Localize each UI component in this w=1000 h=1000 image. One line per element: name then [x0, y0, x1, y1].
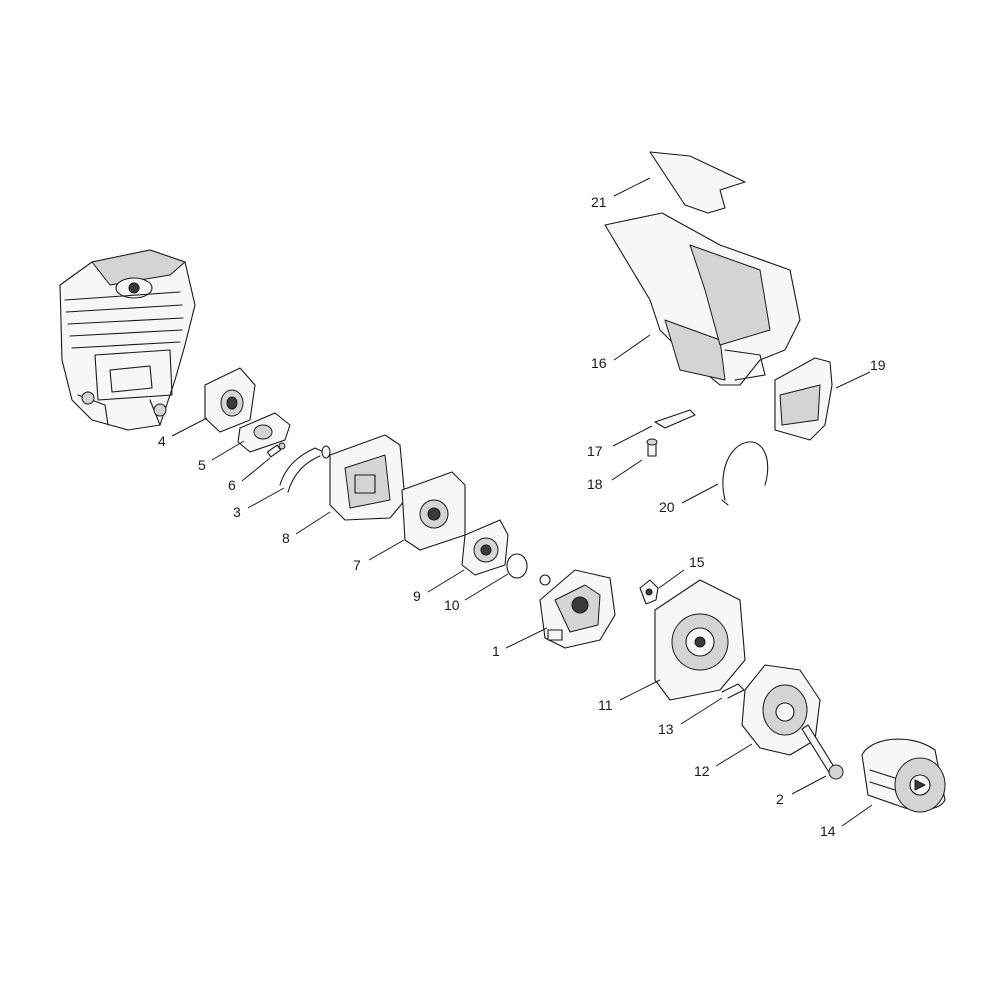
callout-5: 5: [198, 457, 206, 473]
callout-3: 3: [233, 504, 241, 520]
leader-lines: [171, 177, 873, 827]
callout-7: 7: [353, 557, 361, 573]
callout-1: 1: [492, 643, 500, 659]
part-11-drawing: [654, 579, 746, 701]
callout-8: 8: [282, 530, 290, 546]
part-3-drawing: [279, 445, 331, 493]
callout-11: 11: [598, 697, 613, 713]
callout-9: 9: [413, 588, 421, 604]
part-15-drawing: [639, 579, 659, 605]
part-5-drawing: [237, 412, 291, 453]
callout-13: 13: [658, 721, 674, 737]
part-8-drawing: [329, 434, 406, 521]
callout-4: 4: [158, 433, 166, 449]
cylinder-drawing: [59, 249, 196, 431]
part-9-drawing: [461, 519, 509, 576]
callout-19: 19: [870, 357, 886, 373]
part-16-drawing: [604, 212, 801, 386]
callout-18: 18: [587, 476, 603, 492]
callout-15: 15: [689, 554, 705, 570]
callout-21: 21: [591, 194, 607, 210]
callout-6: 6: [228, 477, 236, 493]
part-10-drawing: [506, 553, 528, 579]
part-19-drawing: [774, 357, 833, 441]
part-17-drawing: [654, 409, 696, 429]
callout-14: 14: [820, 823, 836, 839]
part-4-drawing: [204, 367, 256, 433]
callout-17: 17: [587, 443, 603, 459]
callout-20: 20: [659, 499, 675, 515]
callout-12: 12: [694, 763, 710, 779]
part-14-drawing: [861, 738, 946, 813]
callout-16: 16: [591, 355, 607, 371]
part-1-drawing: [539, 569, 616, 649]
part-6-drawing: [266, 442, 286, 458]
part-18-drawing: [646, 438, 658, 457]
callout-2: 2: [776, 791, 784, 807]
part-7-drawing: [401, 471, 466, 551]
callout-10: 10: [444, 597, 460, 613]
callout-labels: 4 5 6 3 8 7 9 10 1 11 13 12 2 14 15 16 1…: [158, 194, 886, 839]
part-12-drawing: [741, 664, 821, 756]
part-13-drawing: [721, 683, 745, 699]
part-2-drawing: [801, 724, 844, 780]
part-20-drawing: [721, 441, 769, 506]
part-21-drawing: [649, 151, 746, 214]
